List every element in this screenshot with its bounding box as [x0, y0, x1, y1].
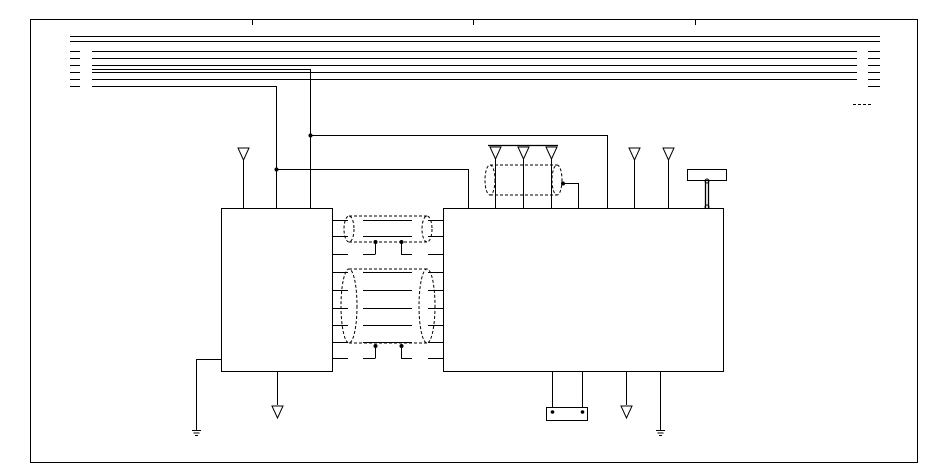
antenna-icon	[271, 372, 284, 420]
antenna-icon	[620, 372, 633, 420]
left-module	[221, 208, 333, 372]
antenna-icon	[662, 147, 675, 208]
shielded-cable-icon	[343, 215, 433, 255]
ground-symbol-icon	[656, 430, 665, 436]
antenna-icon	[628, 147, 641, 208]
frame-ticks	[252, 19, 696, 25]
ground-wire	[196, 359, 221, 430]
top-right-connector-block	[687, 169, 727, 181]
top-bus	[70, 36, 880, 105]
ground-symbol-icon	[192, 430, 201, 436]
bottom-connector-block	[546, 407, 588, 421]
splice-dot-icon	[274, 167, 279, 172]
interconnect-wires	[332, 220, 443, 359]
splice-dot-icon	[308, 133, 313, 138]
shielded-antenna-group	[484, 144, 579, 208]
bus-drop-wires	[92, 69, 608, 208]
shielded-cable-icon	[340, 268, 436, 359]
antenna-icon	[237, 147, 250, 208]
right-module	[443, 208, 724, 372]
